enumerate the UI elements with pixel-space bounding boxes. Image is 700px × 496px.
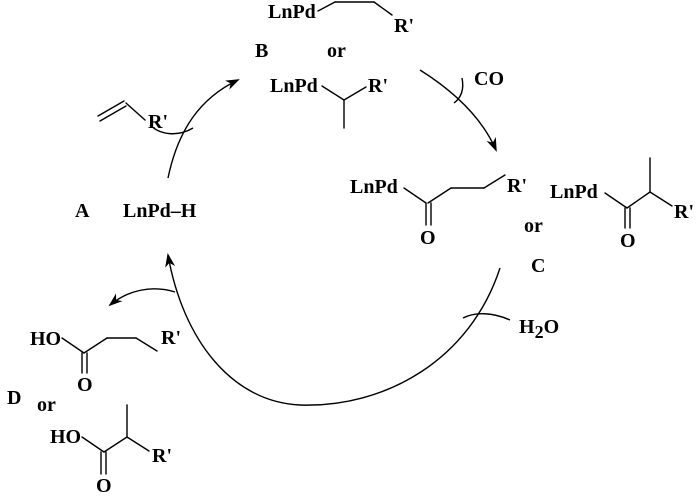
cycle-arc-b-to-c <box>419 69 497 152</box>
c-branched-oxygen: O <box>620 230 636 252</box>
label-d: D <box>7 387 21 409</box>
c-branched-lnpd: LnPd <box>550 181 598 203</box>
label-a: A <box>75 200 90 222</box>
d-linear-r-prime: R' <box>161 327 181 349</box>
reagent-co: CO <box>474 68 504 90</box>
co-entry-arrow <box>453 77 464 104</box>
c-branched-acyl: LnPd O R' <box>550 157 694 252</box>
d-or: or <box>37 394 56 416</box>
alkene-r-prime: R' <box>148 111 168 133</box>
d-branched-acid: HO O R' <box>50 404 172 496</box>
c-linear-lnpd: LnPd <box>350 176 398 198</box>
d-branched-oxygen: O <box>96 475 112 496</box>
label-c: C <box>531 255 545 277</box>
h2o-entry-arrow <box>462 313 511 321</box>
b-linear-r-prime: R' <box>394 15 414 37</box>
h2o-subscript: 2 <box>535 322 544 342</box>
d-branched-ho: HO <box>50 426 81 448</box>
d-branched-r-prime: R' <box>152 445 172 467</box>
cycle-arc-c-to-a <box>165 253 501 406</box>
c-or: or <box>524 215 543 237</box>
c-linear-acyl: LnPd O R' <box>350 174 527 249</box>
reagent-h2o: H2O <box>519 316 559 342</box>
d-linear-oxygen: O <box>77 374 93 396</box>
c-linear-r-prime: R' <box>507 175 527 197</box>
alkene-entry-arrow <box>149 124 194 135</box>
svg-text:H2O: H2O <box>519 316 559 342</box>
catalyst-lnpd-h: LnPd–H <box>123 200 197 222</box>
acid-release-arrow <box>108 288 176 307</box>
b-linear-lnpd: LnPd <box>268 1 316 23</box>
d-linear-acid: HO O R' <box>30 327 181 396</box>
alkene-substrate: R' <box>97 100 168 133</box>
h2o-h: H <box>519 316 535 338</box>
b-branched-alkyl: LnPd R' <box>270 75 388 129</box>
label-b: B <box>255 40 268 62</box>
h2o-o: O <box>544 316 560 338</box>
b-linear-alkyl: LnPd R' <box>268 1 414 37</box>
c-linear-oxygen: O <box>420 227 436 249</box>
cycle-arc-a-to-b <box>167 79 240 179</box>
b-branched-r-prime: R' <box>368 75 388 97</box>
b-or: or <box>327 40 346 62</box>
d-linear-ho: HO <box>30 328 61 350</box>
c-branched-r-prime: R' <box>674 201 694 223</box>
b-branched-lnpd: LnPd <box>270 75 318 97</box>
